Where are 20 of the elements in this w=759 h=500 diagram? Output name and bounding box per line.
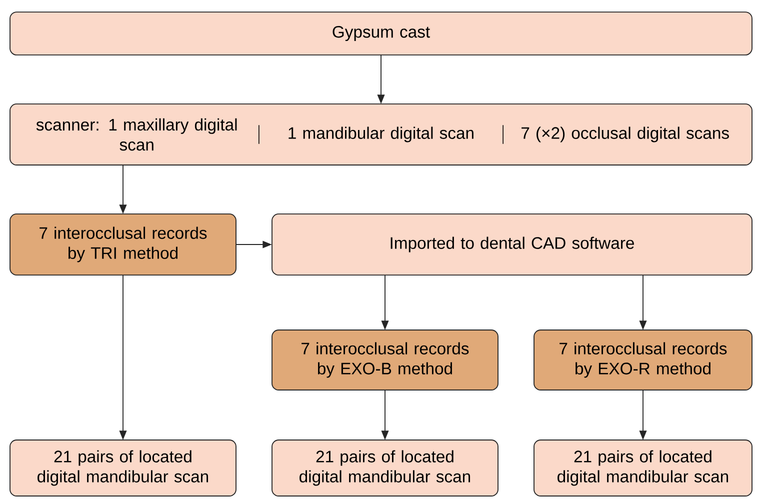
process-box [534, 330, 752, 390]
process-box [10, 12, 752, 56]
box-text: Imported to dental CAD software [390, 236, 634, 252]
process-box [10, 440, 236, 496]
process-box [10, 104, 752, 166]
process-box [534, 440, 752, 496]
box-text: 7 interocclusal records by TRI method [40, 226, 207, 262]
box-text: Gypsum cast [332, 26, 430, 42]
box-text: 21 pairs of located digital mandibular scan [300, 450, 470, 486]
box-text: 21 pairs of located digital mandibular scan [558, 450, 728, 486]
process-box [10, 214, 236, 276]
box-text: 21 pairs of located digital mandibular scan [38, 450, 208, 486]
box-text: scanner: 1 maxillary digital scan [36, 118, 237, 151]
box-text: 1 mandibular digital scan [288, 126, 474, 142]
box-text: 7 interocclusal records by EXO-B method [302, 342, 469, 378]
box-text: 7 interocclusal records by EXO-R method [560, 342, 727, 378]
process-box [272, 214, 752, 276]
process-box [272, 330, 498, 390]
box-text: 7 (×2) occlusal digital scans [522, 126, 729, 142]
process-box [272, 440, 498, 496]
